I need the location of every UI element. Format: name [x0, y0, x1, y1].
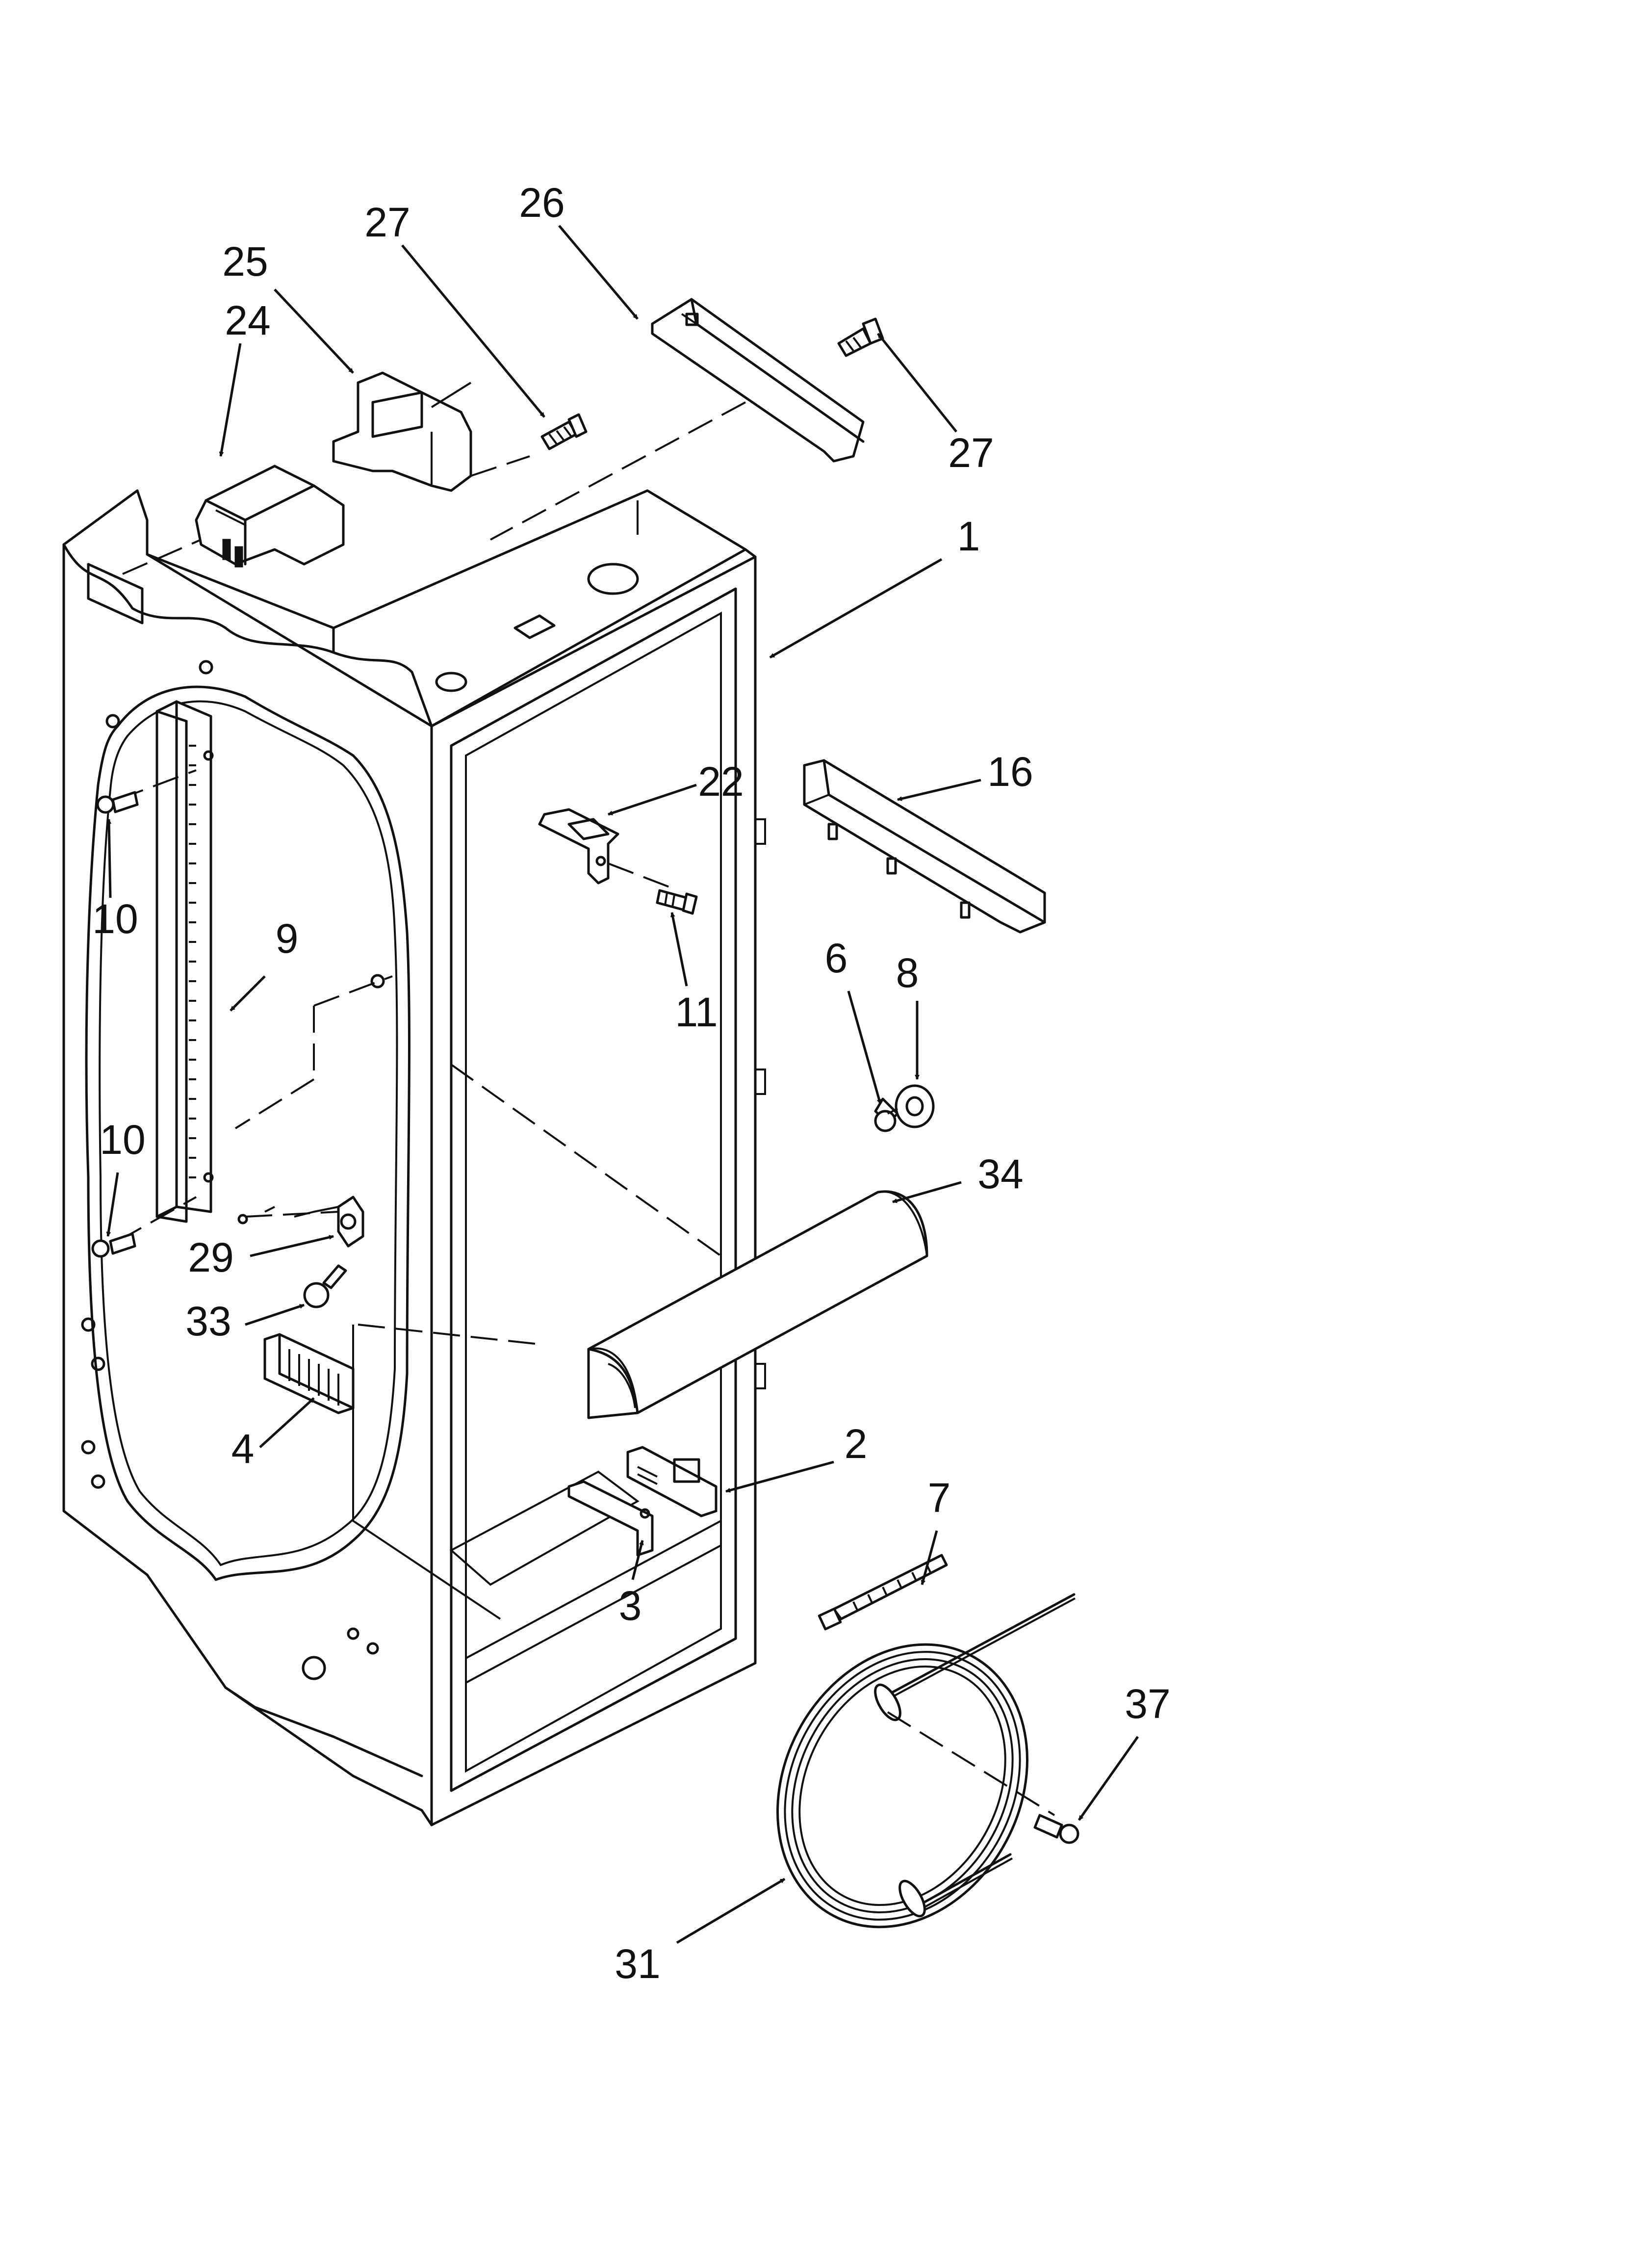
- callout-34: 34: [977, 1151, 1023, 1197]
- trim-rail-26: [490, 298, 865, 541]
- support-16: [803, 759, 1046, 934]
- control-housing: [122, 465, 345, 575]
- callout-22: 22: [698, 758, 744, 805]
- bracket-3: [567, 1480, 654, 1557]
- callout-37: 37: [1125, 1681, 1170, 1727]
- screw-11: [656, 889, 698, 915]
- screw-10-lower: [91, 1232, 136, 1258]
- screw-27-right: [837, 317, 884, 357]
- callout-29: 29: [188, 1234, 233, 1280]
- callout-8: 8: [896, 950, 919, 996]
- callout-24: 24: [225, 297, 270, 343]
- callout-4: 4: [231, 1426, 255, 1472]
- cover-34: [587, 1190, 928, 1419]
- callout-31: 31: [615, 1941, 660, 1987]
- callout-2: 2: [845, 1421, 868, 1467]
- callout-10-lower: 10: [100, 1117, 145, 1163]
- water-tubing-31: [776, 1593, 1076, 1929]
- callout-26: 26: [519, 180, 564, 226]
- spacer-8: [887, 1084, 935, 1128]
- cabinet-liner: [62, 489, 766, 1826]
- screw-27-middle: [540, 413, 588, 450]
- callout-7: 7: [928, 1475, 951, 1521]
- bracket-25: [332, 371, 530, 492]
- callout-11: 11: [675, 989, 718, 1035]
- bracket-22: [538, 808, 672, 889]
- screw-37: [1033, 1814, 1079, 1844]
- screw-10-upper: [96, 791, 139, 814]
- screw-6: [874, 1097, 899, 1132]
- callout-leaders: [106, 225, 1139, 1944]
- cable-tie-7: [818, 1554, 948, 1631]
- callout-1: 1: [957, 513, 980, 559]
- callout-9: 9: [276, 915, 299, 962]
- callout-25: 25: [222, 238, 268, 285]
- ladder-slots: [189, 745, 196, 1178]
- light-bulb-33: [303, 1264, 347, 1308]
- callout-27-top: 27: [364, 199, 410, 245]
- lamp-socket-29: [237, 1196, 364, 1248]
- callout-3: 3: [619, 1583, 642, 1629]
- callout-27-right: 27: [948, 430, 994, 476]
- callout-33: 33: [185, 1298, 231, 1344]
- callout-16: 16: [987, 749, 1033, 795]
- callout-labels: 27 26 25 24 27 1 22 16 10 9 11 6 8 10 34…: [92, 180, 1170, 1987]
- shelf-ladder-9: [117, 700, 393, 1242]
- grille-4: [263, 1333, 355, 1414]
- callout-10-upper: 10: [92, 896, 138, 942]
- bracket-2: [626, 1446, 718, 1517]
- callout-6: 6: [825, 935, 848, 981]
